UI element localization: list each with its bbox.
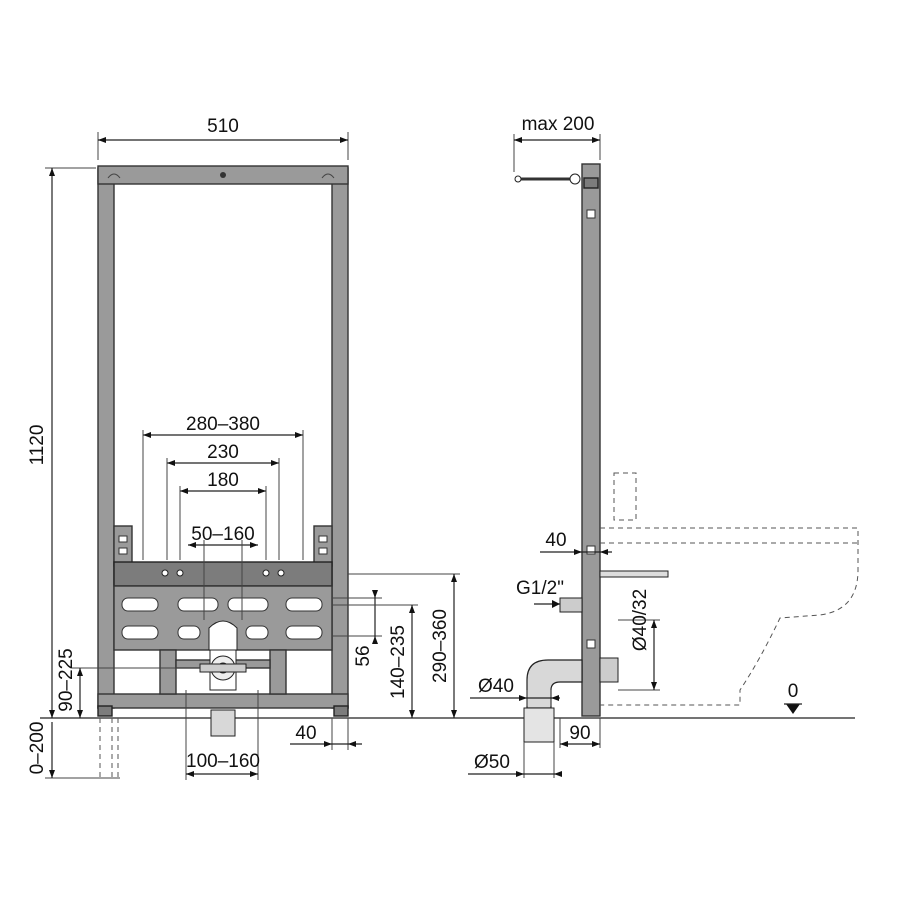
dim-50-160-label: 50–160 [191,524,254,545]
dim-dia-50-label: Ø50 [474,752,510,773]
rail-hole-icon [277,569,285,577]
right-support [269,649,287,695]
plate-slot [227,597,269,612]
side-bracket-top [583,177,599,189]
plate-slot [245,625,269,640]
dim-56-label: 56 [353,645,374,666]
drain-pipe [210,709,236,737]
post-slot [586,209,596,219]
bracket-slot [118,535,128,543]
left-post [97,167,115,709]
elbow-pipe [526,659,583,709]
right-foot [333,705,349,717]
dim-dia-40-label: Ø40 [478,676,514,697]
right-hook-icon [321,173,335,179]
mounting-rail [113,561,333,587]
plate-slot [285,625,323,640]
dim-dia-40-32-label: Ø40/32 [630,589,651,651]
dim-width-label: 510 [207,116,239,137]
dim-height-label: 1120 [27,425,48,466]
dim-230-label: 230 [207,442,239,463]
bidet-outline [600,527,859,706]
right-post [331,167,349,709]
rail-hole-icon [262,569,270,577]
plate-slot [121,625,159,640]
dim-valve-height-label: 90–225 [56,648,77,711]
plate-slot [121,597,159,612]
dim-100-160-label: 100–160 [186,751,260,772]
dim-40-side-label: 40 [545,530,566,551]
floor-level-label: 0 [788,681,799,702]
left-foot [97,705,113,717]
dim-280-380-label: 280–380 [186,414,260,435]
bracket-slot [318,547,328,555]
top-hole-icon [220,172,226,178]
plate-slot [177,597,219,612]
left-hook-icon [107,173,121,179]
bracket-slot [318,535,328,543]
left-support [159,649,177,695]
dim-foot-label: 0–200 [27,722,48,775]
rail-hole-icon [176,569,184,577]
side-post [581,163,601,717]
floor-pipe [523,707,555,743]
dim-290-360-label: 290–360 [430,609,451,683]
bracket-slot [118,547,128,555]
dim-90-label: 90 [569,723,590,744]
dim-180-label: 180 [207,470,239,491]
bidet-bolt [599,570,669,578]
supply-connector [559,597,583,613]
post-slot [586,639,596,649]
side-drain-connector [599,657,619,683]
bottom-bar [97,693,349,709]
valve-icon [199,649,247,691]
dim-140-235-label: 140–235 [388,625,409,699]
floor-marker-icon [786,704,800,714]
plate-slot [177,625,201,640]
right-bracket [313,525,333,567]
drain-opening [208,620,238,651]
front-view: 510 1120 0–200 90–225 280–380 230 [27,116,855,780]
thread-label: G1/2" [516,578,564,599]
post-slot [586,545,596,555]
left-bracket [113,525,133,567]
plate-slot [285,597,323,612]
dim-max200-label: max 200 [522,114,595,135]
rail-hole-icon [161,569,169,577]
dim-40-bottom-label: 40 [295,723,316,744]
side-view: max 200 40 G1/2" Ø40/32 Ø40 [468,114,859,778]
